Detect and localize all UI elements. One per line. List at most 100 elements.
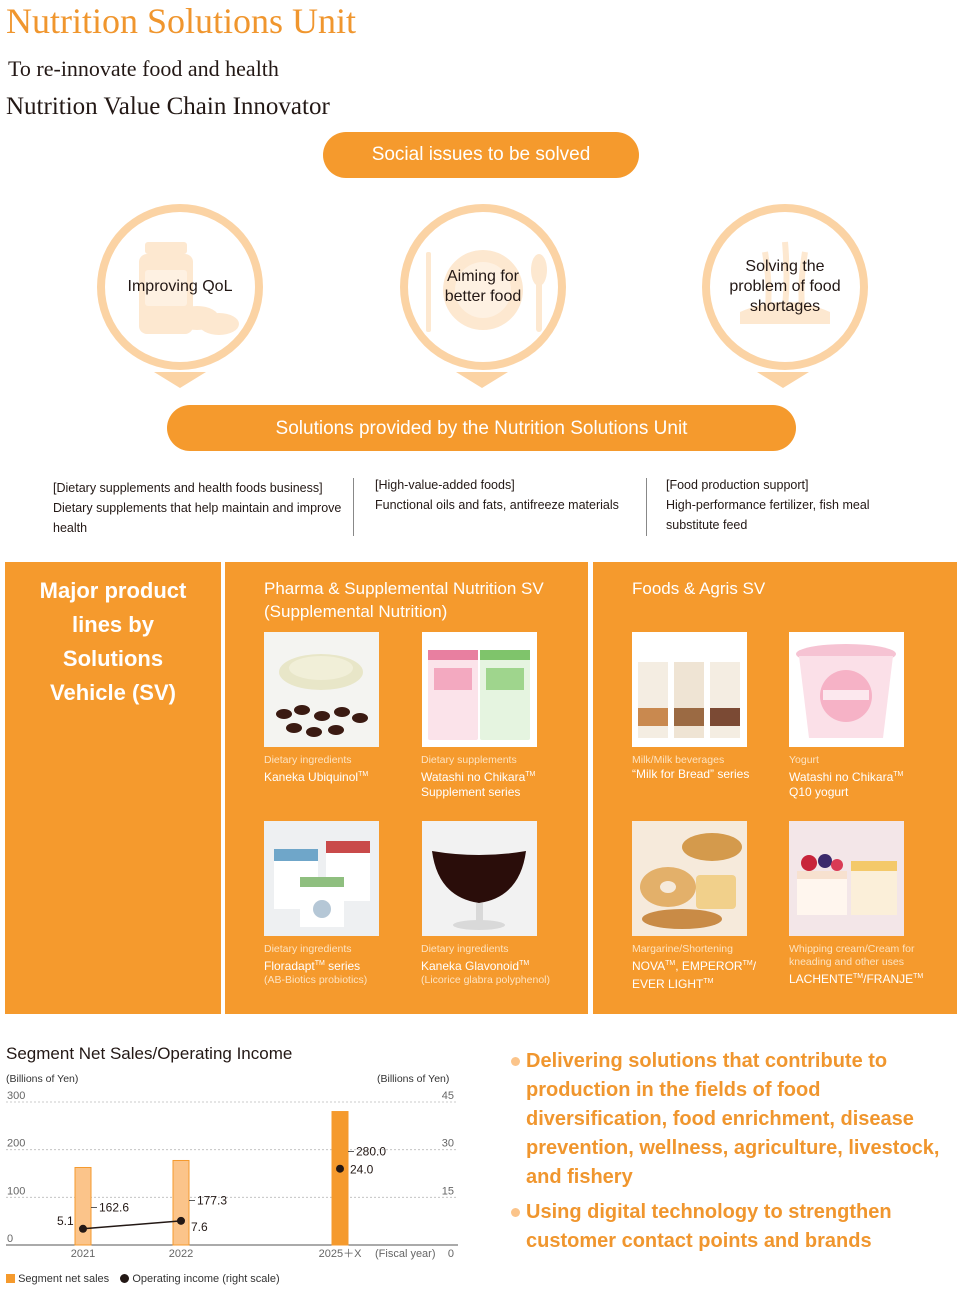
legend-bar-label: Segment net sales [18,1273,110,1285]
right-tick-label: 30 [442,1138,454,1150]
x-axis-label: (Fiscal year) [375,1248,436,1260]
product-image-ubiquinol [264,632,379,747]
solution-text: High-performance fertilizer, fish meal s… [666,498,870,532]
solution-column-production: [Food production support] High-performan… [666,475,906,535]
social-issues-banner: Social issues to be solved [323,132,639,178]
solution-text: Dietary supplements that help maintain a… [53,501,342,535]
bar-value-label: 280.0 [356,1145,386,1159]
product-caption: Dietary ingredients Kaneka GlavonoidTM (… [421,943,586,987]
x-tick-label: 2025＋X [319,1248,362,1260]
product-image-q10-yogurt [789,632,904,747]
product-image-watashi-supplement [422,632,537,747]
divider [646,478,647,536]
legend-bar-swatch [6,1274,15,1283]
product-caption: Whipping cream/Cream for kneading and ot… [789,943,929,987]
product-category: Margarine/Shortening [632,943,733,955]
page-subtitle: To re-innovate food and health [8,56,279,81]
left-tick-label: 300 [7,1090,25,1102]
legend-line-swatch [120,1274,130,1283]
left-tick-label: 0 [7,1233,13,1245]
solution-text: Functional oils and fats, antifreeze mat… [375,498,619,512]
product-category: Dietary ingredients [264,943,352,955]
solution-heading: [High-value-added foods] [375,478,515,492]
product-name: Watashi no ChikaraTM [789,770,904,784]
sv-title: Major product lines by Solutions Vehicle… [39,578,187,705]
product-image-floradapt [264,821,379,936]
bar-2022 [172,1159,190,1246]
product-image-glavonoid [422,821,537,936]
bullet-dot-icon [511,1208,520,1217]
bullet-text: Delivering solutions that contribute to … [526,1050,940,1188]
bar-2021 [74,1166,92,1246]
sv-title-panel: Major product lines by Solutions Vehicle… [5,562,221,1014]
product-note: (Licorice glabra polyphenol) [421,974,550,986]
product-caption: Milk/Milk beverages “Milk for Bread” ser… [632,754,782,782]
page-tagline: Nutrition Value Chain Innovator [6,93,330,120]
right-tick-label: 45 [442,1090,454,1102]
product-name: NOVATM, EMPERORTM/ [632,959,757,973]
chart-legend: Segment net sales Operating income (righ… [6,1273,280,1285]
wheat-field-icon [740,241,830,324]
solution-heading: [Food production support] [666,478,809,492]
x-tick-label: 2021 [71,1248,95,1260]
x-tick-label: 2022 [169,1248,193,1260]
product-category: Dietary supplements [421,754,517,766]
issue-label: Improving QoL [127,278,233,295]
income-point-2021 [79,1224,87,1233]
bar-value-label: 177.3 [197,1193,227,1207]
product-name: “Milk for Bread” series [632,767,750,781]
income-value-label: 24.0 [350,1163,374,1177]
income-line [82,1220,182,1230]
legend-line-label: Operating income (right scale) [132,1273,280,1285]
chart-title: Segment Net Sales/Operating Income [6,1044,293,1063]
product-name: Kaneka GlavonoidTM [421,959,530,973]
issue-circle-shortage: Solving the problem of food shortages [702,204,868,370]
income-point-2025＋X [336,1164,344,1173]
issue-circle-food: Aiming for better food [400,204,566,370]
product-image-margarine-baked-goods [632,821,747,936]
solution-heading: [Dietary supplements and health foods bu… [53,481,323,495]
income-point-2022 [177,1216,185,1225]
right-tick-label: 0 [448,1248,454,1260]
foods-sv-heading: Foods & Agris SV [632,579,766,598]
product-caption: Yogurt Watashi no ChikaraTM Q10 yogurt [789,754,939,800]
product-category: Dietary ingredients [421,943,509,955]
down-arrow-icon [757,372,809,388]
product-note: (AB-Biotics probiotics) [264,974,368,986]
pharma-sv-heading: Pharma & Supplemental Nutrition SV (Supp… [264,579,544,621]
left-tick-label: 200 [7,1138,25,1150]
down-arrow-icon [456,372,508,388]
product-caption: Dietary ingredients FloradaptTM series (… [264,943,414,987]
product-name-line2: EVER LIGHTTM [632,977,714,991]
product-caption: Dietary supplements Watashi no ChikaraTM… [421,754,581,800]
product-caption: Margarine/Shortening NOVATM, EMPERORTM/ … [632,943,782,992]
product-name: FloradaptTM series [264,959,361,973]
solution-column-supplements: [Dietary supplements and health foods bu… [53,478,343,538]
right-axis-unit: (Billions of Yen) [377,1073,450,1085]
product-name: LACHENTETM/FRANJETM [789,972,924,986]
left-axis-unit: (Billions of Yen) [6,1073,79,1085]
product-category: Yogurt [789,754,819,766]
product-name: Kaneka UbiquinolTM [264,770,369,784]
sales-income-chart: 01002003000153045162.62021177.32022280.0… [6,1090,458,1260]
supplement-bottle-icon [139,242,239,335]
product-name: Watashi no ChikaraTM [421,770,536,784]
product-image-milk-for-bread [632,632,747,747]
product-category: Dietary ingredients [264,754,352,766]
issue-label: Solving the problem of food shortages [729,258,841,315]
plate-cutlery-icon [426,250,547,332]
product-caption: Dietary ingredients Kaneka UbiquinolTM [264,754,414,785]
bullet-dot-icon [511,1057,520,1066]
issue-circle-qol: Improving QoL [97,204,263,370]
issue-label: Aiming for better food [444,268,522,305]
left-tick-label: 100 [7,1185,25,1197]
product-image-whipping-cream-cakes [789,821,904,936]
right-tick-label: 15 [442,1185,454,1197]
down-arrow-icon [154,372,206,388]
product-name-line2: Supplement series [421,785,521,799]
page-title: Nutrition Solutions Unit [6,1,357,41]
solutions-banner: Solutions provided by the Nutrition Solu… [167,405,796,451]
income-value-label: 5.1 [57,1214,74,1228]
bullet-text: Using digital technology to strengthen c… [526,1201,892,1252]
income-value-label: 7.6 [191,1220,208,1234]
